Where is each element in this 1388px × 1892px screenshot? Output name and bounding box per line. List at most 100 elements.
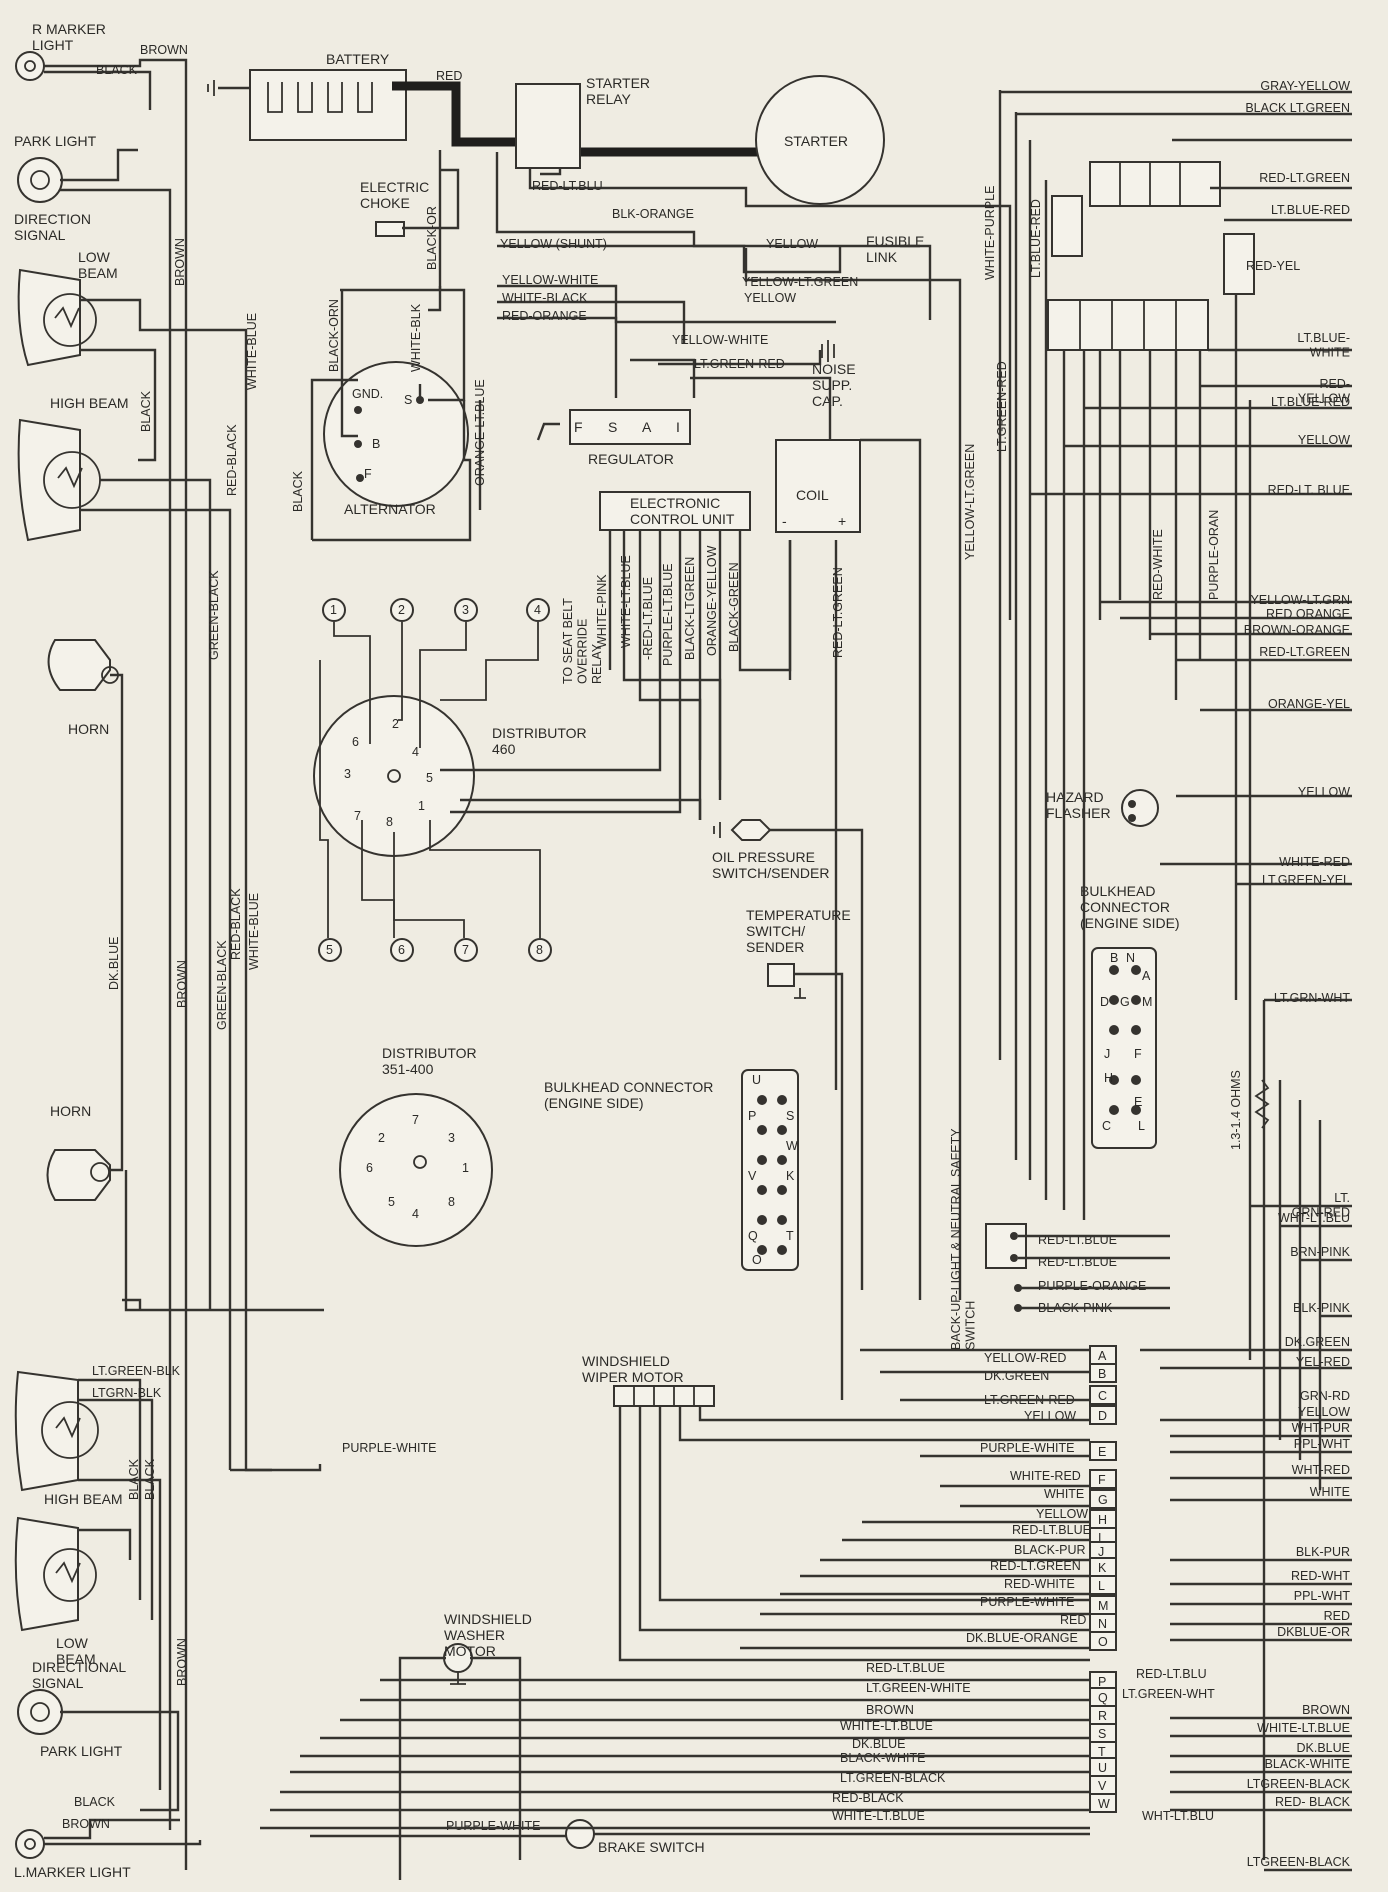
bh2-letter: F bbox=[1134, 1047, 1142, 1061]
wire-label: YELLOW bbox=[1024, 1409, 1076, 1423]
dist351-pin: 1 bbox=[462, 1161, 469, 1175]
horn-1-label: HORN bbox=[68, 721, 109, 737]
high-beam-l-label: HIGH BEAM bbox=[44, 1491, 123, 1507]
dist351-pin: 4 bbox=[412, 1207, 419, 1221]
horn-1: HORN bbox=[47, 639, 119, 737]
wire-label: WHITE-PINK bbox=[595, 574, 609, 648]
right-wire-label: RED-YELLOW bbox=[1298, 377, 1350, 405]
wire-label: WHITE-LT.BLUE bbox=[840, 1719, 933, 1733]
wire-label: DK.BLUE bbox=[107, 937, 121, 991]
wire-label: WHITE-RED bbox=[1010, 1469, 1081, 1483]
bulkhead-letter: E bbox=[1098, 1445, 1106, 1459]
strip-left-feeds bbox=[260, 1348, 1090, 1830]
right-wire-label: WHITE-RED bbox=[1279, 855, 1350, 869]
wire-label: WHITE-LT.BLUE bbox=[832, 1809, 925, 1823]
alternator: ALTERNATOR GND. S B F bbox=[323, 361, 469, 517]
right-wire-label: LT.GRN-WHT bbox=[1274, 991, 1351, 1005]
right-wire-label: RED ORANGE bbox=[1266, 607, 1350, 621]
right-wire-label: YELLOW bbox=[1298, 1405, 1350, 1419]
coil-label: COIL bbox=[796, 487, 829, 503]
left-wire-labels: BROWN BLACK WHITE-BLUE BROWN BLACK RED-B… bbox=[62, 43, 436, 1831]
wire-label: WHITE-PURPLE bbox=[983, 186, 997, 280]
right-wire-label: RED-LT.GREEN bbox=[1259, 171, 1350, 185]
wire-label: PURPLE-WHITE bbox=[980, 1595, 1074, 1609]
bh2-letter: N bbox=[1126, 951, 1135, 965]
left-harness bbox=[44, 58, 324, 1870]
alternator-label: ALTERNATOR bbox=[344, 501, 436, 517]
alt-b: B bbox=[372, 437, 380, 451]
wire-label: BROWN bbox=[173, 238, 187, 286]
seat-belt-relay-label: TO SEAT BELTOVERRIDERELAY bbox=[561, 598, 604, 684]
right-wire-label: RED-WHT bbox=[1291, 1569, 1350, 1583]
wire-label: WHITE-BLUE bbox=[245, 313, 259, 390]
backup-switch-label: BACK-UP-LIGHT & NEUTRAL SAFETYSWITCH bbox=[949, 1128, 977, 1350]
wire-label: BLACK bbox=[291, 470, 305, 512]
right-wire-label: DKBLUE-OR bbox=[1277, 1625, 1350, 1639]
bh1-letter: T bbox=[786, 1229, 794, 1243]
bh2-letter: L bbox=[1138, 1119, 1145, 1133]
wire-label: BLACK bbox=[127, 1458, 141, 1500]
dist-pin: 2 bbox=[392, 717, 399, 731]
bulkhead-letter: D bbox=[1098, 1409, 1107, 1423]
right-wire-label: BLK-PINK bbox=[1293, 1301, 1351, 1315]
bulkhead-cell bbox=[1089, 1441, 1117, 1461]
bulkhead-cell bbox=[1089, 1631, 1117, 1651]
wire-label: ORANGE-YELLOW bbox=[705, 545, 719, 656]
park-light-l: PARK LIGHT bbox=[17, 1689, 123, 1759]
wire-label: BLACK bbox=[139, 390, 153, 432]
wire-label: BLACK bbox=[74, 1795, 116, 1809]
wire-label: PURPLE-WHITE bbox=[446, 1819, 540, 1833]
circled-num: 2 bbox=[398, 603, 405, 617]
park-light-l-label: PARK LIGHT bbox=[40, 1743, 123, 1759]
wire-label: LT.GREEN-WHT bbox=[1122, 1687, 1215, 1701]
alt-gnd: GND. bbox=[352, 387, 383, 401]
right-wire-label: LTGREEN-BLACK bbox=[1247, 1777, 1351, 1791]
wire-label: YELLOW (SHUNT) bbox=[500, 237, 607, 251]
wire-label: WHITE-LT.BLUE bbox=[619, 555, 633, 648]
wire-label: WHT-LT.BLU bbox=[1142, 1809, 1214, 1823]
alt-f: F bbox=[364, 467, 372, 481]
starter: STARTER bbox=[755, 75, 885, 205]
wire-label: DK.BLUE bbox=[852, 1737, 906, 1751]
wire-label: RED-LT.GREEN bbox=[831, 567, 845, 658]
bulkhead-cell bbox=[1089, 1385, 1117, 1405]
battery-cable bbox=[392, 81, 516, 147]
bulkhead-connector-1: BULKHEAD CONNECTOR(ENGINE SIDE) U P S W … bbox=[544, 1069, 799, 1271]
engine-wire-labels-top: RED-LT.BLU BLK-ORANGE YELLOW (SHUNT) YEL… bbox=[291, 179, 858, 512]
bh2-letter: C bbox=[1102, 1119, 1111, 1133]
bulkhead-cell bbox=[1089, 1469, 1117, 1489]
right-wire-label: WHT-RED bbox=[1292, 1463, 1350, 1477]
wire-label: LT.GREEN-BLACK bbox=[840, 1771, 946, 1785]
bh1-letter: O bbox=[752, 1253, 762, 1267]
right-wire-label: LT.BLUE-RED bbox=[1271, 203, 1350, 217]
ecu-harness bbox=[608, 438, 922, 1300]
high-beam-r-label: HIGH BEAM bbox=[50, 395, 129, 411]
right-wire-label: DK.BLUE bbox=[1297, 1741, 1351, 1755]
wire-label: BROWN bbox=[140, 43, 188, 57]
distributor-460-leads: 1 2 3 4 5 6 7 8 bbox=[318, 598, 702, 962]
wire-label: LT.GREEN-BLK bbox=[92, 1364, 181, 1378]
bulkhead-cell bbox=[1089, 1405, 1117, 1425]
bh1-letter: P bbox=[748, 1109, 756, 1123]
wire-label: BLACK-PUR bbox=[1014, 1543, 1086, 1557]
right-wire-label: RED- BLACK bbox=[1275, 1795, 1351, 1809]
wire-label: YELLOW-WHITE bbox=[672, 333, 768, 347]
bulkhead-letter: I bbox=[1098, 1531, 1101, 1545]
bulkhead-letter: B bbox=[1098, 1367, 1106, 1381]
right-wire-label: BLK-PUR bbox=[1296, 1545, 1350, 1559]
